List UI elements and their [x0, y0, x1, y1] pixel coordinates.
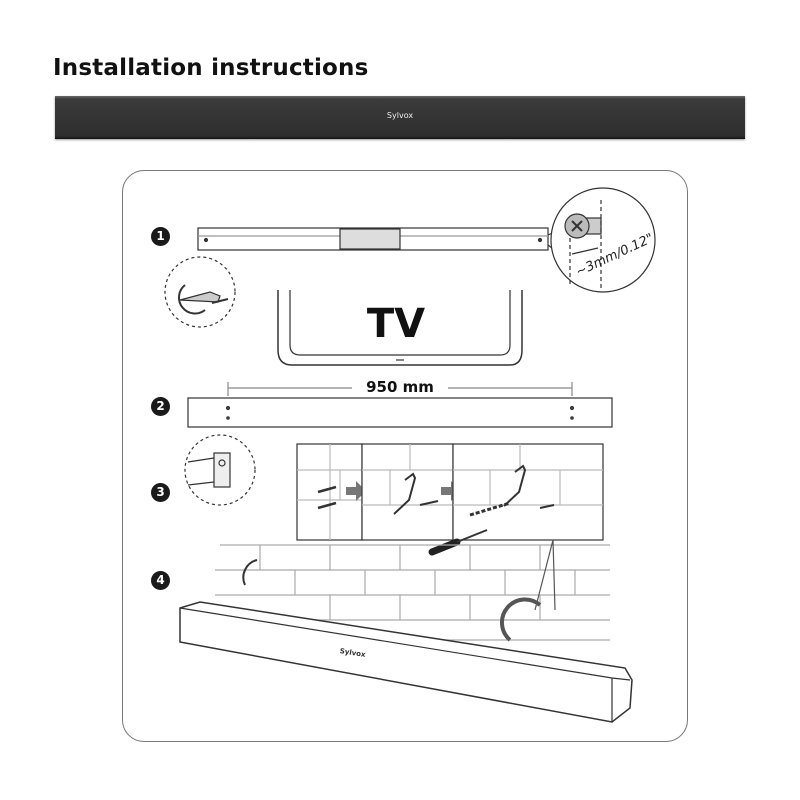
soundbar-logo: Sylvox	[386, 111, 414, 120]
screw-detail-left	[164, 256, 236, 328]
bracket-detail	[184, 434, 256, 506]
tv-outline	[277, 290, 523, 366]
rotate-arrow-icon	[242, 559, 258, 586]
tv-label: TV	[367, 301, 425, 347]
step-number-4: 4	[151, 571, 170, 590]
rotate-arrow-icon	[499, 597, 542, 642]
step3-panel-screw	[452, 443, 604, 541]
step3-panel-anchor	[361, 443, 454, 541]
instructions-panel	[122, 170, 688, 742]
brick-wall	[215, 544, 610, 641]
step-number-2: 2	[151, 397, 170, 416]
spacing-label: 950 mm	[366, 378, 434, 396]
screwdriver-icon	[428, 529, 488, 556]
soundbar-front-image: Sylvox	[55, 96, 745, 139]
page-title: Installation instructions	[53, 55, 369, 81]
spacing-dimension-line	[227, 382, 573, 396]
tv-bracket-bar	[197, 227, 549, 251]
screw-detail-right	[547, 187, 656, 293]
mounting-template	[187, 397, 613, 428]
step-number-1: 1	[151, 227, 170, 246]
arrow-icon	[346, 481, 366, 501]
step-number-3: 3	[151, 483, 170, 502]
soundbar-perspective	[179, 601, 633, 723]
